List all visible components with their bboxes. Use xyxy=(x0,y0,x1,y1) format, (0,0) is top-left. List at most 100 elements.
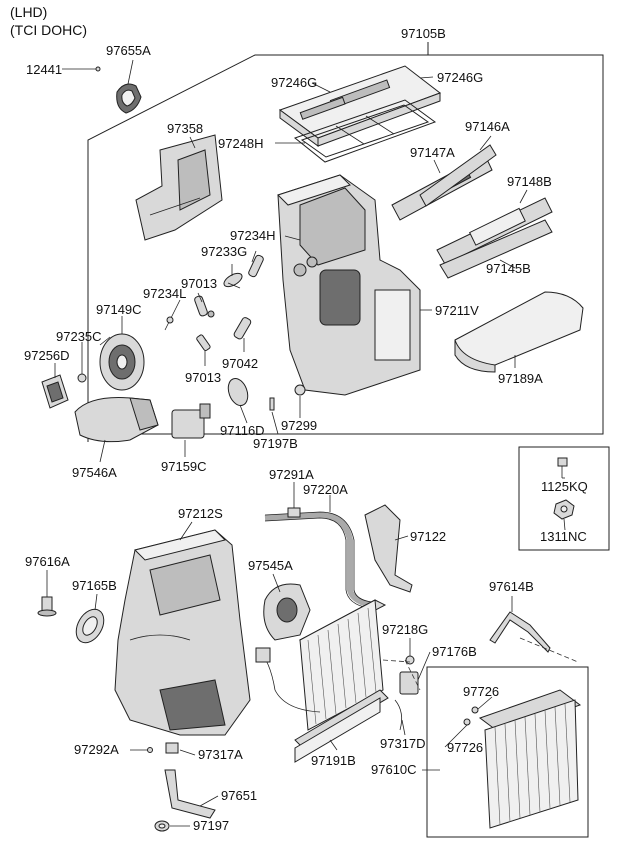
screw-292a-drawing xyxy=(147,747,153,753)
part-label: 97291A xyxy=(269,467,314,482)
resistor-drawing xyxy=(41,374,69,409)
part-label: 97610C xyxy=(371,762,417,777)
part-label: 97234H xyxy=(230,228,276,243)
heater-core-lower-drawing xyxy=(294,689,389,763)
blower-motor-drawing xyxy=(99,333,145,391)
bracket-122-drawing xyxy=(364,504,413,593)
part-label: 97616A xyxy=(25,554,70,569)
hose-651-drawing xyxy=(164,769,216,819)
part-label: 97148B xyxy=(507,174,552,189)
part-label: 97116D xyxy=(220,423,265,438)
part-label: 97122 xyxy=(410,529,446,544)
part-label: 97146A xyxy=(465,119,510,134)
clip-218g-drawing xyxy=(405,655,415,665)
part-label: 97165B xyxy=(72,578,117,593)
part-label: 97246G xyxy=(437,70,483,85)
screw-1125kq-drawing xyxy=(557,457,568,478)
actuator-159c-drawing xyxy=(171,403,211,439)
part-label: 97358 xyxy=(167,121,203,136)
door-148b-drawing xyxy=(436,197,553,265)
link-233g-drawing xyxy=(223,272,243,288)
part-label: 97212S xyxy=(178,506,223,521)
part-label: 97614B xyxy=(489,579,534,594)
part-label: 97197 xyxy=(193,818,229,833)
link-013-drawing xyxy=(196,334,211,351)
part-label: 97147A xyxy=(410,145,455,160)
part-label: 97246G xyxy=(271,75,317,90)
part-label: 97197B xyxy=(253,436,298,451)
part-label: 97189A xyxy=(498,371,543,386)
part-label: 97545A xyxy=(248,558,293,573)
evaporator-box xyxy=(426,666,589,838)
header-engine: (TCI DOHC) xyxy=(10,22,87,38)
door-146a-drawing xyxy=(419,144,497,207)
part-label: 97159C xyxy=(161,459,207,474)
part-labels: 97105B 12441 97655A 97246G 97246G 97358 … xyxy=(24,26,588,833)
clip-726b-drawing xyxy=(463,718,471,726)
part-label: 1311NC xyxy=(540,529,587,544)
nut-1311nc-drawing xyxy=(553,499,575,520)
clip-235c-drawing xyxy=(77,373,87,383)
knob-616a-drawing xyxy=(37,596,57,617)
grommet-drawing xyxy=(116,83,142,114)
part-label: 97042 xyxy=(222,356,258,371)
part-label: 97233G xyxy=(201,244,247,259)
heater-core-drawing xyxy=(298,599,387,731)
filter-frame-drawing xyxy=(293,99,437,163)
part-label: 97218G xyxy=(382,622,428,637)
bracket-614b-drawing xyxy=(489,611,551,653)
part-label: 97726 xyxy=(447,740,483,755)
part-label: 97256D xyxy=(24,348,70,363)
part-label: 97176B xyxy=(432,644,477,659)
duct-cover-drawing xyxy=(135,134,223,241)
part-label: 97145B xyxy=(486,261,531,276)
blower-housing-drawing xyxy=(263,583,311,641)
door-145b-drawing xyxy=(439,219,553,279)
part-label: 97248H xyxy=(218,136,264,151)
part-label: 97299 xyxy=(281,418,317,433)
header-lhd: (LHD) xyxy=(10,4,47,20)
part-label: 97317A xyxy=(198,747,243,762)
part-label: 97149C xyxy=(96,302,142,317)
grommet-197-drawing xyxy=(154,820,170,832)
lower-case-drawing xyxy=(114,529,251,736)
screw-12441-drawing xyxy=(95,66,101,72)
part-label: 97013 xyxy=(181,276,217,291)
part-label: 97292A xyxy=(74,742,119,757)
actuator-116d-drawing xyxy=(227,377,249,407)
pipes-drawing xyxy=(264,507,373,609)
pin-197b-drawing xyxy=(269,397,275,411)
part-label: 97546A xyxy=(72,465,117,480)
harness-drawing xyxy=(255,647,403,731)
evaporator-core-drawing xyxy=(478,689,582,829)
clip-726-drawing xyxy=(471,706,479,714)
part-label: 97234L xyxy=(143,286,186,301)
lever-234h-drawing xyxy=(248,254,264,278)
guide-lines xyxy=(382,637,579,691)
clip-299-drawing xyxy=(294,384,306,396)
part-label: 97651 xyxy=(221,788,257,803)
part-label: 97655A xyxy=(106,43,151,58)
part-label: 97105B xyxy=(401,26,446,41)
lever-042-drawing xyxy=(233,317,252,340)
part-label: 97726 xyxy=(463,684,499,699)
lever-234l-drawing xyxy=(194,295,215,318)
part-label: 97317D xyxy=(380,736,426,751)
sensor-176b-drawing xyxy=(399,671,419,695)
main-case-drawing xyxy=(277,174,421,396)
leader-lines xyxy=(46,59,566,827)
duct-546a-drawing xyxy=(74,397,159,443)
part-label: 97211V xyxy=(435,303,479,318)
insulation-pad-drawing xyxy=(454,291,584,373)
gasket-165b-drawing xyxy=(75,608,105,644)
part-label: 12441 xyxy=(26,62,62,77)
part-label: 97013 xyxy=(185,370,221,385)
clip-317a-drawing xyxy=(165,742,179,754)
filter-cover-drawing xyxy=(278,65,442,147)
fastener-box xyxy=(518,446,610,551)
part-label: 1125KQ xyxy=(541,479,588,494)
part-label: 97220A xyxy=(303,482,348,497)
part-label: 97235C xyxy=(56,329,102,344)
part-label: 97191B xyxy=(311,753,356,768)
